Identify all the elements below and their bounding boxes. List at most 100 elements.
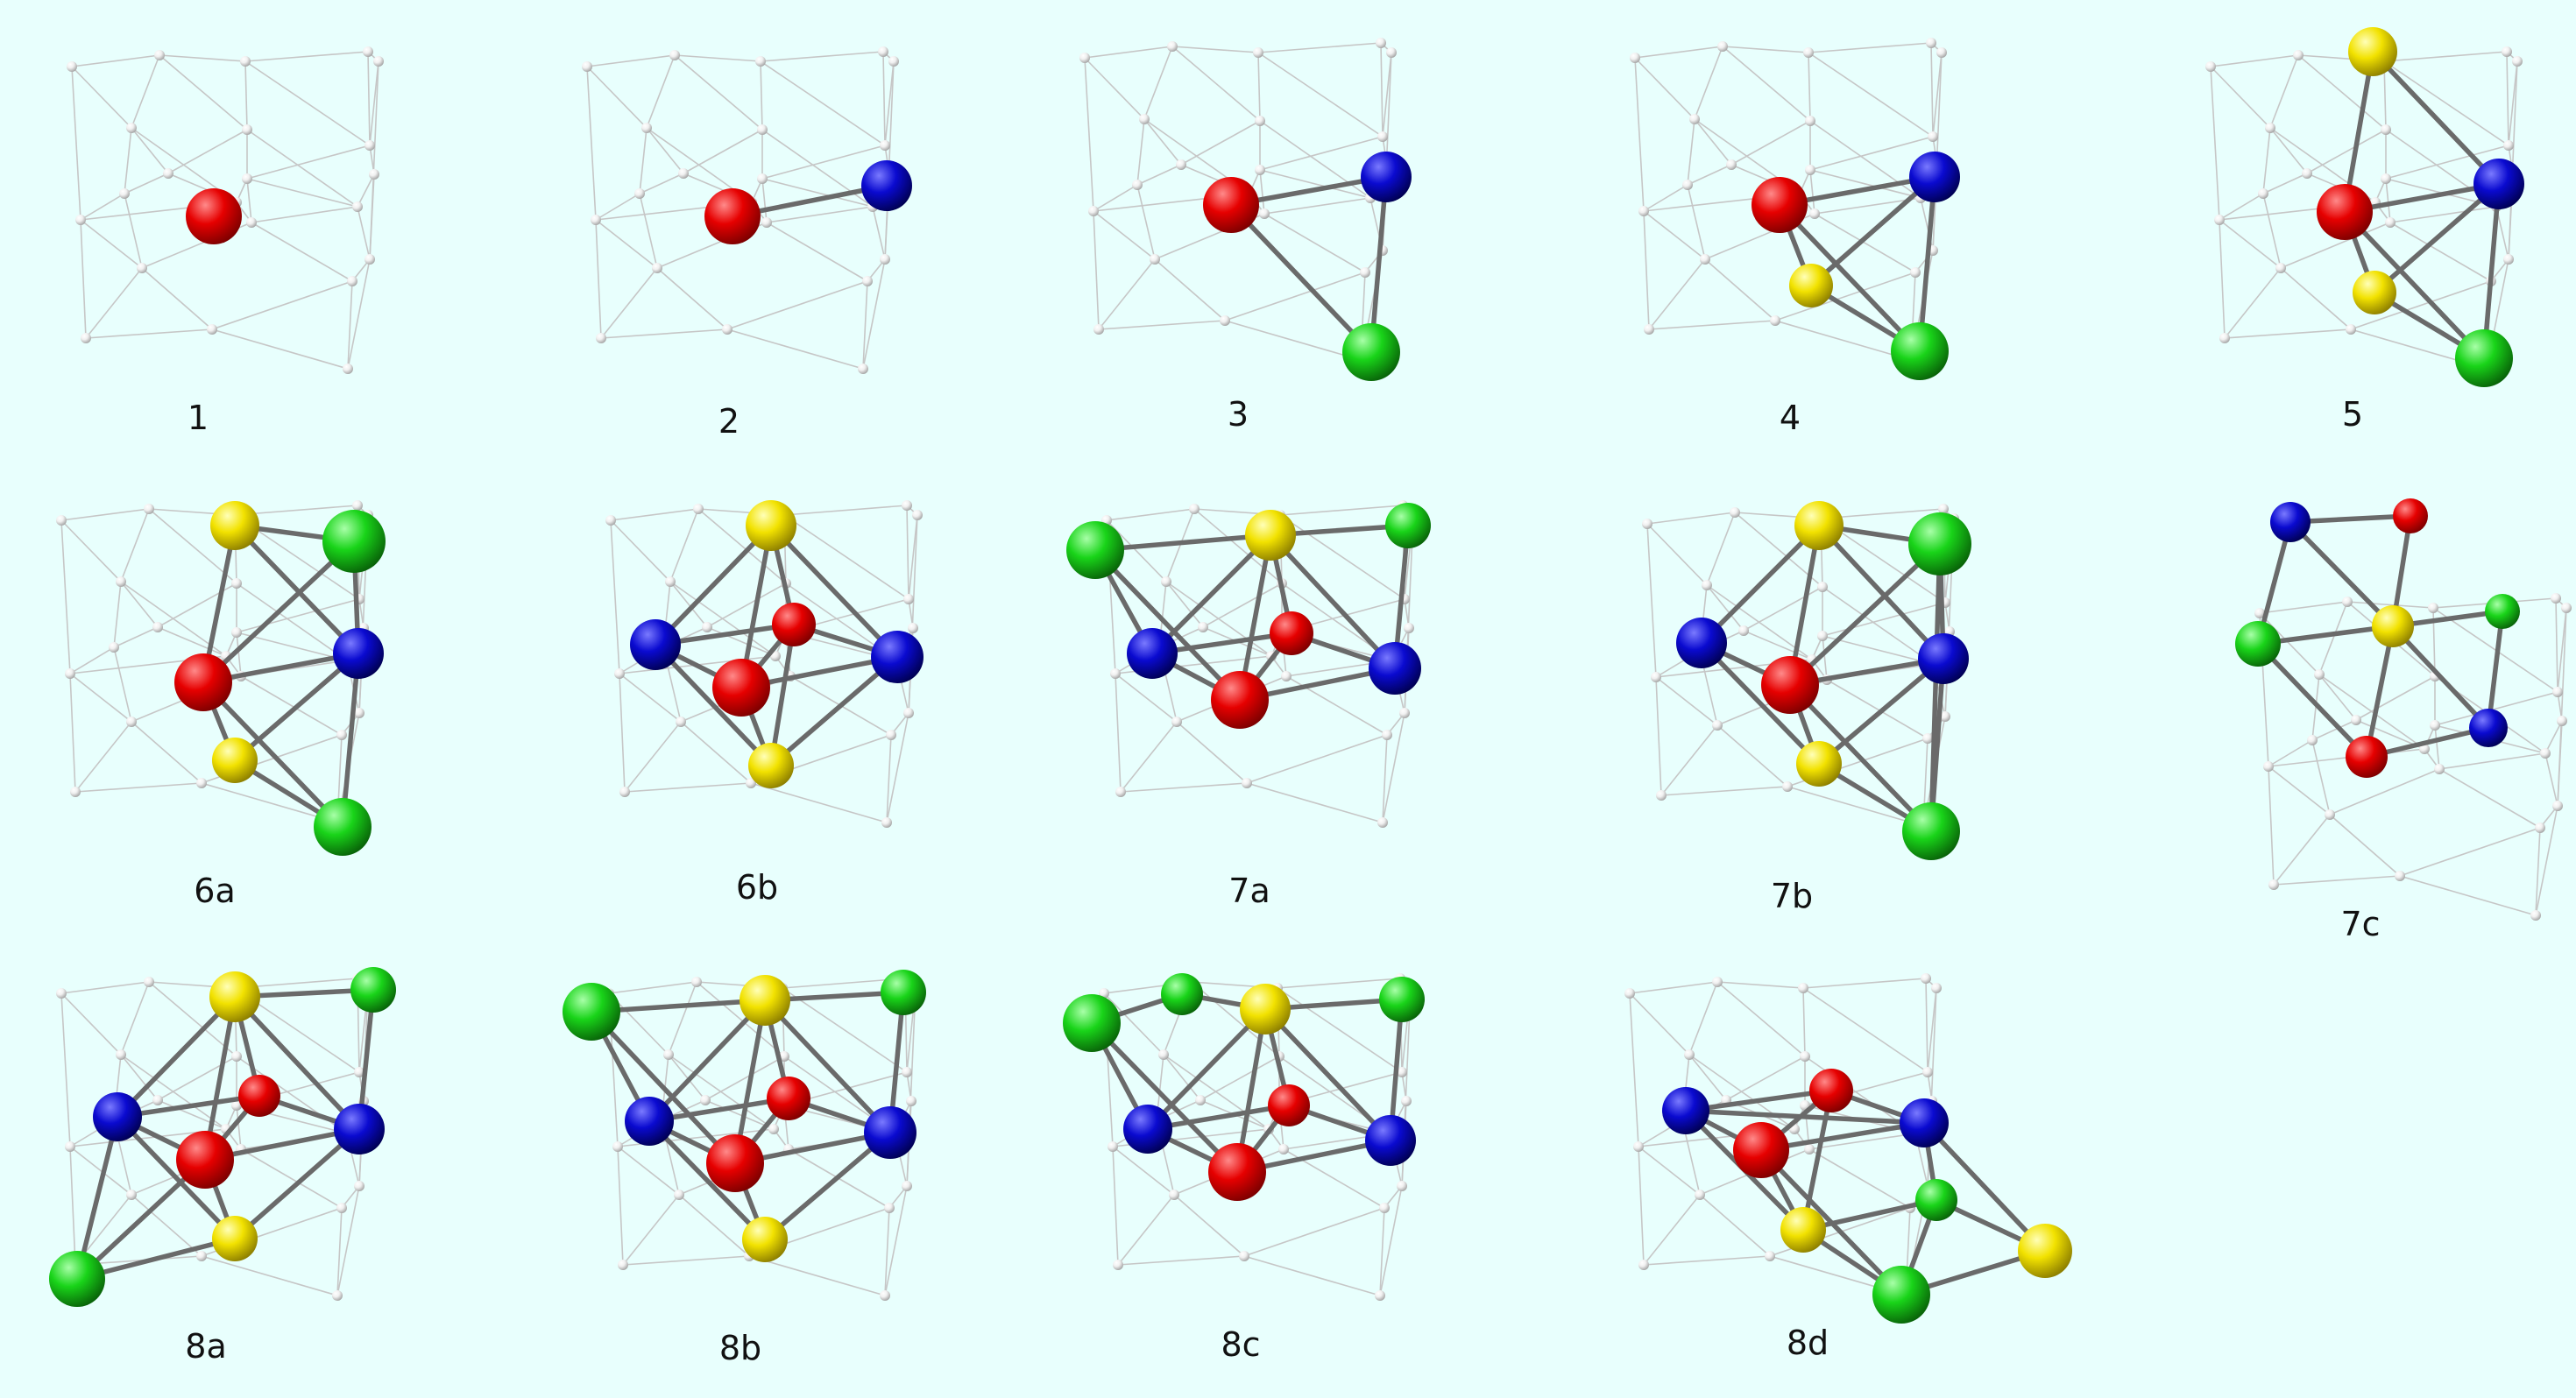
lattice-edge	[347, 280, 353, 370]
lattice-edge	[1725, 1056, 1806, 1101]
lattice-edge	[586, 54, 676, 67]
lattice-edge	[1643, 210, 1706, 260]
red-atom	[767, 1077, 810, 1120]
lattice-edge	[124, 173, 169, 194]
lattice-node	[1702, 580, 1712, 590]
lattice-node	[2530, 910, 2541, 921]
lattice-node	[231, 627, 242, 638]
panel-label: 5	[2342, 395, 2363, 434]
lattice-cage	[67, 46, 384, 374]
blue-atom	[333, 628, 384, 679]
lattice-edge	[2389, 222, 2492, 282]
blue-atom	[1918, 633, 1969, 684]
lattice-edge	[240, 675, 343, 736]
lattice-node	[336, 730, 347, 740]
lattice-node	[1938, 504, 1949, 514]
lattice-node	[596, 333, 606, 343]
lattice-node	[2552, 687, 2563, 697]
lattice-node	[1656, 790, 1667, 801]
lattice-edge	[586, 66, 597, 221]
lattice-node	[746, 778, 756, 788]
lattice-edge	[157, 582, 237, 628]
lattice-edge	[2219, 193, 2264, 221]
lattice-edge	[906, 987, 916, 1187]
lattice-node	[163, 168, 173, 179]
lattice-edge	[2438, 752, 2546, 770]
lattice-edge	[1648, 258, 1706, 330]
lattice-edge	[1193, 508, 1283, 584]
lattice-edge	[2268, 766, 2331, 816]
lattice-edge	[2557, 607, 2567, 807]
lattice-node	[582, 61, 592, 72]
lattice-node	[614, 668, 625, 679]
lattice-node	[1730, 507, 1740, 518]
lattice-node	[1717, 41, 1728, 52]
lattice-edge	[1634, 57, 1645, 212]
red-atom	[2346, 736, 2388, 778]
lattice-edge	[336, 1185, 360, 1296]
yellow-atom	[2372, 605, 2414, 647]
lattice-edge	[1716, 981, 1806, 1057]
lattice-edge	[1774, 272, 1916, 321]
green-atom	[1891, 322, 1949, 380]
yellow-atom	[1245, 510, 1296, 561]
bond	[762, 1130, 893, 1242]
lattice-edge	[706, 582, 787, 628]
lattice-edge	[669, 581, 776, 657]
bond	[2372, 181, 2502, 295]
red-atom	[1211, 671, 1269, 729]
lattice-edge	[1629, 992, 1639, 1147]
lattice-edge	[357, 206, 371, 260]
lattice-node	[1638, 206, 1649, 216]
lattice-edge	[124, 193, 143, 269]
panel-7a: 7a	[1066, 500, 1431, 910]
lattice-node	[1644, 324, 1654, 335]
lattice-edge	[2355, 675, 2436, 721]
lattice-node	[2351, 715, 2361, 725]
atoms	[1063, 973, 1425, 1201]
lattice-edge	[1257, 52, 1384, 138]
lattice-node	[676, 717, 686, 727]
lattice-edge	[761, 178, 874, 208]
bond	[115, 994, 237, 1119]
lattice-edge	[1246, 782, 1384, 823]
green-atom	[314, 798, 372, 856]
lattice-node	[126, 717, 137, 727]
lattice-edge	[1243, 1207, 1385, 1257]
green-atom	[1915, 1179, 1957, 1221]
bond	[232, 994, 362, 1132]
lattice-node	[722, 324, 732, 335]
lattice-edge	[610, 519, 620, 674]
lattice-edge	[2318, 601, 2348, 675]
yellow-atom	[1789, 264, 1833, 307]
lattice-edge	[1136, 164, 1182, 186]
lattice-node	[1817, 582, 1828, 592]
lattice-node	[65, 1141, 75, 1152]
blue-atom	[334, 1104, 385, 1154]
lattice-edge	[1660, 786, 1788, 796]
panel-label: 3	[1228, 395, 1249, 434]
red-atom	[1761, 656, 1819, 714]
lattice-edge	[760, 60, 886, 146]
blue-atom	[1900, 1098, 1949, 1147]
lattice-edge	[246, 178, 252, 223]
lattice-edge	[201, 782, 338, 823]
bond	[2288, 519, 2396, 629]
lattice-edge	[2262, 173, 2308, 194]
lattice-edge	[1932, 52, 1943, 251]
panel-8b: 8b	[563, 970, 926, 1367]
lattice-node	[880, 254, 890, 265]
bond	[647, 998, 768, 1124]
lattice-edge	[1257, 42, 1382, 53]
lattice-node	[207, 324, 217, 335]
lattice-edge	[1808, 1148, 1911, 1209]
lattice-node	[2535, 823, 2545, 833]
lattice-edge	[251, 206, 358, 223]
bond	[768, 622, 796, 768]
lattice-edge	[1382, 734, 1388, 823]
lattice-node	[902, 1181, 912, 1191]
lattice-edge	[678, 1194, 750, 1257]
lattice-edge	[862, 280, 868, 370]
lattice-node	[144, 977, 154, 987]
lattice-edge	[2385, 178, 2391, 223]
